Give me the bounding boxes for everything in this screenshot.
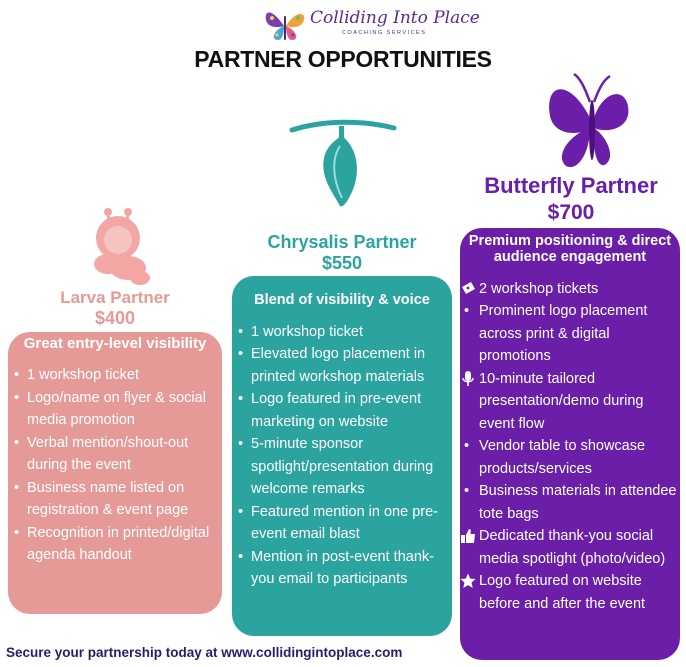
larva-card-heading: Great entry-level visibility bbox=[23, 335, 207, 352]
page-title: PARTNER OPPORTUNITIES bbox=[194, 46, 492, 72]
bullet-dot: • bbox=[464, 438, 470, 455]
chrysalis-partner-card: Blend of visibility & voice •1 workshop … bbox=[232, 276, 452, 636]
chrysalis-icon bbox=[289, 119, 397, 207]
list-item: •Prominent logo placement across print &… bbox=[462, 300, 680, 368]
list-item: •Business name listed on registration & … bbox=[12, 477, 222, 522]
bullet-dot: • bbox=[238, 503, 244, 520]
list-item: •Elevated logo placement in printed work… bbox=[236, 343, 452, 388]
bullet-dot: • bbox=[238, 436, 244, 453]
list-item: 10-minute tailored presentation/demo dur… bbox=[462, 368, 680, 436]
butterfly-card-heading: Premium positioning & direct audience en… bbox=[468, 233, 672, 265]
list-item: •Vendor table to showcase products/servi… bbox=[462, 435, 680, 480]
thumbs-up-icon bbox=[461, 529, 475, 544]
list-item: •Business materials in attendee tote bag… bbox=[462, 480, 680, 525]
butterfly-icon bbox=[549, 72, 629, 168]
butterfly-benefits-list: 2 workshop tickets •Prominent logo place… bbox=[460, 278, 680, 616]
footer-cta: Secure your partnership today at www.col… bbox=[6, 645, 403, 660]
bullet-dot: • bbox=[238, 346, 244, 363]
chrysalis-card-heading: Blend of visibility & voice bbox=[254, 292, 430, 308]
star-icon bbox=[460, 573, 476, 589]
brand-logo: Colliding Into Place COACHING SERVICES bbox=[262, 6, 480, 46]
list-item: •Logo featured in pre-event marketing on… bbox=[236, 388, 452, 433]
brand-tagline: COACHING SERVICES bbox=[342, 30, 427, 36]
list-item: Logo featured on website before and afte… bbox=[460, 570, 680, 615]
list-item: •Verbal mention/shout-out during the eve… bbox=[12, 432, 222, 477]
bullet-dot: • bbox=[464, 483, 470, 500]
larva-icon bbox=[94, 208, 150, 285]
bullet-dot: • bbox=[14, 434, 20, 451]
ticket-icon bbox=[462, 281, 475, 294]
list-item: •1 workshop ticket bbox=[12, 364, 222, 387]
list-item: Dedicated thank-you social media spotlig… bbox=[461, 525, 680, 570]
larva-tier-name: Larva Partner bbox=[60, 288, 170, 307]
bullet-dot: • bbox=[238, 391, 244, 408]
chrysalis-benefits-list: •1 workshop ticket •Elevated logo placem… bbox=[232, 321, 452, 591]
larva-benefits-list: •1 workshop ticket •Logo/name on flyer &… bbox=[8, 364, 222, 567]
bullet-dot: • bbox=[464, 303, 470, 320]
list-item: •1 workshop ticket bbox=[236, 321, 452, 344]
list-item: •5-minute sponsor spotlight/presentation… bbox=[236, 433, 452, 501]
chrysalis-tier-name: Chrysalis Partner bbox=[267, 232, 417, 252]
bullet-dot: • bbox=[14, 479, 20, 496]
bullet-dot: • bbox=[14, 389, 20, 406]
logo-butterfly-icon bbox=[265, 12, 305, 40]
list-item: •Logo/name on flyer & social media promo… bbox=[12, 387, 222, 432]
bullet-dot: • bbox=[14, 367, 20, 384]
microphone-icon bbox=[462, 370, 474, 386]
list-item: 2 workshop tickets bbox=[462, 278, 680, 301]
list-item: •Featured mention in one pre-event email… bbox=[236, 501, 452, 546]
bullet-dot: • bbox=[238, 548, 244, 565]
butterfly-tier-price: $700 bbox=[547, 201, 595, 224]
brand-name: Colliding Into Place bbox=[310, 8, 480, 28]
chrysalis-tier-price: $550 bbox=[321, 253, 363, 273]
bullet-dot: • bbox=[14, 524, 20, 541]
larva-partner-card: Great entry-level visibility •1 workshop… bbox=[8, 332, 222, 614]
butterfly-tier-name: Butterfly Partner bbox=[484, 173, 658, 198]
larva-tier-price: $400 bbox=[94, 308, 136, 328]
list-item: •Recognition in printed/digital agenda h… bbox=[12, 522, 222, 567]
bullet-dot: • bbox=[238, 323, 244, 340]
list-item: •Mention in post-event thank-you email t… bbox=[236, 546, 452, 591]
butterfly-partner-card: Premium positioning & direct audience en… bbox=[460, 228, 680, 660]
